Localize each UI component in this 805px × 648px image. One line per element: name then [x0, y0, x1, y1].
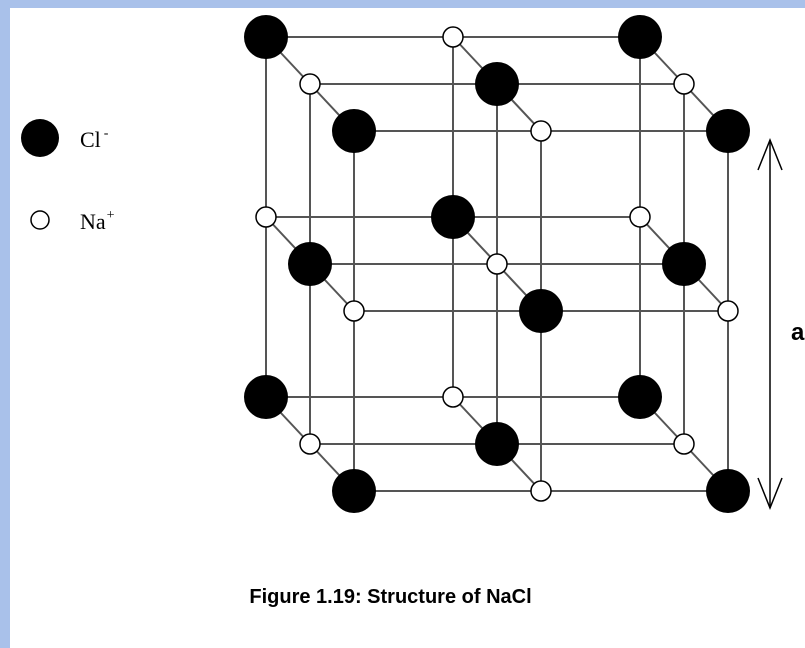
- dimension-arrow: [757, 137, 783, 511]
- cl-ion: [706, 109, 750, 153]
- na-ion: [717, 300, 739, 322]
- cl-ion: [475, 62, 519, 106]
- cl-ion: [431, 195, 475, 239]
- na-ion: [673, 433, 695, 455]
- cl-legend-label: Cl-: [80, 126, 109, 152]
- cl-ion: [618, 375, 662, 419]
- figure-caption: Figure 1.19: Structure of NaCl: [249, 586, 532, 608]
- na-ion: [530, 120, 552, 142]
- na-legend-label: Na+: [80, 208, 115, 234]
- legend: Cl- Na+: [21, 119, 115, 234]
- cl-ion: [244, 15, 288, 59]
- slide: [10, 8, 805, 648]
- na-ion: [442, 26, 464, 48]
- na-ion: [343, 300, 365, 322]
- na-ion: [299, 433, 321, 455]
- lattice-ions: [244, 15, 750, 513]
- cl-ion: [475, 422, 519, 466]
- na-ion: [629, 206, 651, 228]
- cl-ion: [244, 375, 288, 419]
- na-ion: [486, 253, 508, 275]
- cl-legend-marker: [21, 119, 59, 157]
- cl-ion: [706, 469, 750, 513]
- na-ion: [442, 386, 464, 408]
- cl-ion: [618, 15, 662, 59]
- cl-ion: [288, 242, 332, 286]
- na-ion: [530, 480, 552, 502]
- na-ion: [255, 206, 277, 228]
- cl-ion: [519, 289, 563, 333]
- cl-ion: [332, 109, 376, 153]
- na-ion: [299, 73, 321, 95]
- cl-ion: [332, 469, 376, 513]
- dimension-label: a: [791, 319, 805, 346]
- cl-ion: [662, 242, 706, 286]
- na-legend-marker: [30, 210, 50, 230]
- na-ion: [673, 73, 695, 95]
